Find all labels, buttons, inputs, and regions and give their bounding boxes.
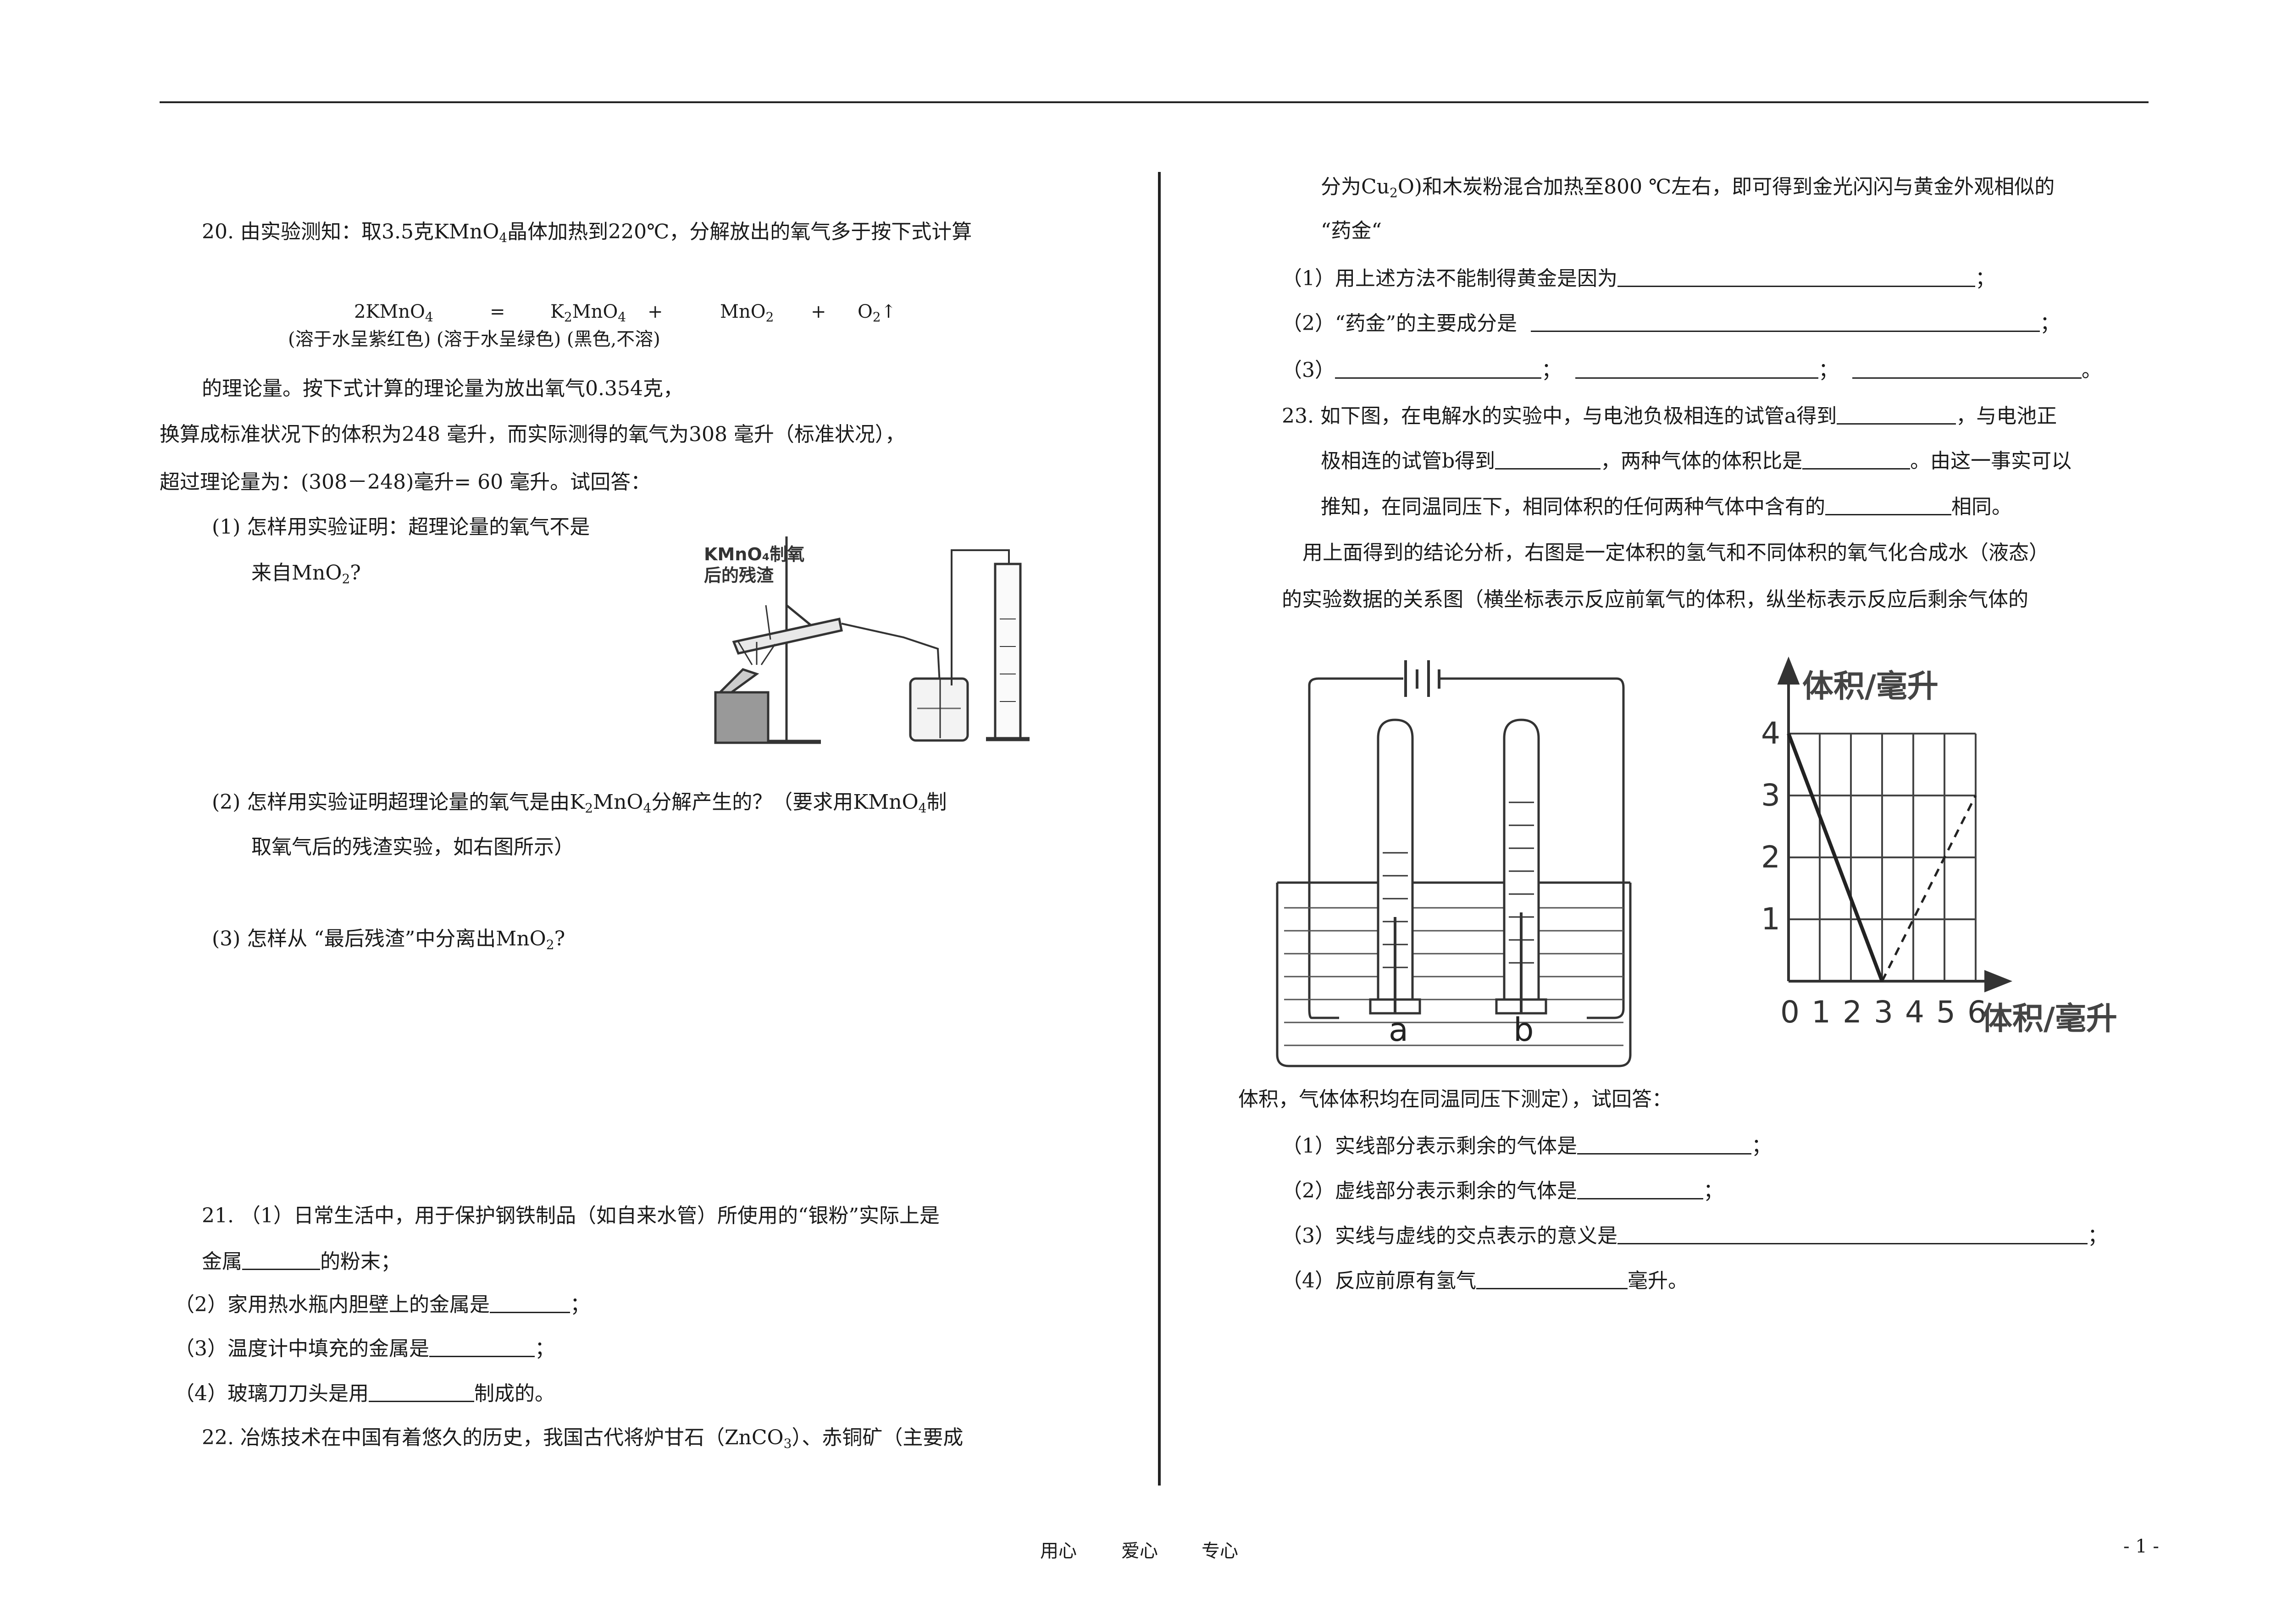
q23-part2: （2）虚线部分表示剩余的气体是； bbox=[1282, 1179, 1723, 1203]
q22-line2: 分为Cu2O)和木炭粉混合加热至800 ℃左右，即可得到金光闪闪与黄金外观相似的 bbox=[1321, 175, 2055, 200]
q22-blank-3a[interactable] bbox=[1335, 359, 1541, 379]
footer-item-1: 用心 bbox=[1040, 1541, 1077, 1562]
q21-line4: （3）温度计中填充的金属是； bbox=[174, 1337, 555, 1360]
tube-a-label: a bbox=[1389, 1011, 1408, 1049]
q23-line2: 极相连的试管b得到，两种气体的体积比是。由这一事实可以 bbox=[1321, 449, 2072, 473]
series-dashed-line bbox=[1881, 795, 1977, 982]
y-tick-3: 3 bbox=[1761, 778, 1780, 813]
equation-reactant: 2KMnO4 bbox=[354, 301, 433, 325]
q20-sub3: (3) 怎样从 “最后残渣”中分离出MnO2? bbox=[212, 927, 565, 952]
q21-line5: （4）玻璃刀刀头是用制成的。 bbox=[174, 1382, 555, 1405]
apparatus-label-1: KMnO₄制氧 bbox=[704, 544, 805, 564]
y-axis-arrow bbox=[1777, 656, 1800, 685]
q20-line4: 超过理论量为：(308－248)毫升= 60 毫升。试回答： bbox=[160, 470, 651, 494]
q22-part3: （3）；；。 bbox=[1282, 359, 2102, 382]
x-tick-1: 1 bbox=[1811, 994, 1831, 1030]
q20-sub2-line2: 取氧气后的残渣实验，如右图所示） bbox=[251, 835, 574, 859]
q21-blank-2[interactable] bbox=[490, 1293, 570, 1313]
equation-plus-1: + bbox=[648, 301, 663, 322]
equation-product-k2mno4: K2MnO4 bbox=[550, 301, 626, 325]
tube-b-label: b bbox=[1513, 1011, 1534, 1049]
q23-blank-6[interactable] bbox=[1577, 1180, 1703, 1199]
q22-blank-2[interactable] bbox=[1530, 312, 2040, 332]
column-divider bbox=[1158, 172, 1161, 1486]
q23-part1: （1）实线部分表示剩余的气体是； bbox=[1282, 1134, 1772, 1158]
q23-line3: 推知，在同温同压下，相同体积的任何两种气体中含有的相同。 bbox=[1321, 495, 2012, 519]
q20-sub1-line1: (1) 怎样用实验证明：超理论量的氧气不是 bbox=[212, 515, 590, 539]
equation-notes: (溶于水呈紫红色) (溶于水呈绿色) (黑色,不溶) bbox=[288, 329, 660, 350]
x-axis-arrow bbox=[1984, 970, 2013, 993]
q21-blank-4[interactable] bbox=[369, 1382, 474, 1402]
q20-line2: 的理论量。按下式计算的理论量为放出氧气0.354克， bbox=[202, 377, 683, 400]
q22-line3: “药金“ bbox=[1321, 219, 1382, 243]
q23-line4: 用上面得到的结论分析，右图是一定体积的氢气和不同体积的氧气化合成水（液态） bbox=[1302, 541, 2049, 564]
apparatus-label-2: 后的残渣 bbox=[704, 565, 774, 586]
page-number: - 1 - bbox=[2123, 1536, 2159, 1557]
kmno4-apparatus-figure bbox=[714, 536, 1030, 744]
q22-part2: （2）“药金”的主要成分是； bbox=[1282, 312, 2060, 335]
series-solid-line bbox=[1787, 733, 1884, 982]
q23-blank-2[interactable] bbox=[1495, 450, 1601, 470]
footer-item-2: 爱心 bbox=[1121, 1541, 1158, 1562]
q23-part4: （4）反应前原有氢气毫升。 bbox=[1282, 1269, 1688, 1293]
electrolysis-figure: a b bbox=[1276, 660, 1632, 1067]
x-tick-2: 2 bbox=[1843, 994, 1862, 1030]
q21-blank-3[interactable] bbox=[429, 1337, 535, 1357]
q20-sub2-line1: (2) 怎样用实验证明超理论量的氧气是由K2MnO4分解产生的？（要求用KMnO… bbox=[212, 790, 947, 816]
x-tick-0: 0 bbox=[1780, 994, 1800, 1030]
q20-intro: 20. 由实验测知：取3.5克KMnO4晶体加热到220℃，分解放出的氧气多于按… bbox=[202, 220, 972, 245]
q22-part1: （1）用上述方法不能制得黄金是因为； bbox=[1282, 267, 1995, 290]
y-tick-4: 4 bbox=[1761, 716, 1780, 751]
q23-line5: 的实验数据的关系图（横坐标表示反应前氧气的体积，纵坐标表示反应后剩余气体的 bbox=[1282, 588, 2028, 611]
x-tick-4: 4 bbox=[1905, 994, 1924, 1030]
q23-blank-7[interactable] bbox=[1617, 1225, 2088, 1244]
q23-part3: （3）实线与虚线的交点表示的意义是； bbox=[1282, 1224, 2108, 1248]
q23-blank-1[interactable] bbox=[1837, 405, 1956, 425]
top-rule bbox=[160, 101, 2149, 103]
q22-blank-1[interactable] bbox=[1617, 267, 1975, 287]
equation-plus-2: + bbox=[811, 301, 826, 322]
q21-line1: 21. （1）日常生活中，用于保护钢铁制品（如自来水管）所使用的“银粉”实际上是 bbox=[202, 1204, 940, 1227]
q22-blank-3c[interactable] bbox=[1852, 359, 2082, 379]
q23-blank-8[interactable] bbox=[1476, 1270, 1628, 1289]
x-tick-5: 5 bbox=[1936, 994, 1955, 1030]
y-tick-1: 1 bbox=[1761, 901, 1780, 937]
q23-blank-5[interactable] bbox=[1577, 1135, 1751, 1154]
y-tick-2: 2 bbox=[1761, 840, 1780, 875]
q23-blank-3[interactable] bbox=[1802, 450, 1911, 470]
equation-product-mno2: MnO2 bbox=[720, 301, 774, 325]
equation-equals: = bbox=[490, 301, 505, 322]
footer-item-3: 专心 bbox=[1202, 1541, 1238, 1562]
equation-product-o2: O2↑ bbox=[858, 301, 897, 325]
x-tick-6: 6 bbox=[1967, 994, 1987, 1030]
q20-line3: 换算成标准状况下的体积为248 毫升，而实际测得的氧气为308 毫升（标准状况）… bbox=[160, 423, 905, 446]
q22-blank-3b[interactable] bbox=[1575, 359, 1818, 379]
q21-line2: 金属的粉末； bbox=[202, 1250, 401, 1273]
q22-line1: 22. 冶炼技术在中国有着悠久的历史，我国古代将炉甘石（ZnCO3）、赤铜矿（主… bbox=[202, 1426, 964, 1451]
q23-line1: 23. 如下图，在电解水的实验中，与电池负极相连的试管a得到，与电池正 bbox=[1282, 404, 2057, 428]
y-axis-label: 体积/毫升 bbox=[1802, 668, 1939, 705]
x-axis-label: 体积/毫升 bbox=[1981, 1001, 2117, 1037]
q23-blank-4[interactable] bbox=[1825, 496, 1951, 515]
q23-line6: 体积，气体体积均在同温同压下测定），试回答： bbox=[1238, 1088, 1672, 1111]
q21-blank-1[interactable] bbox=[242, 1250, 320, 1270]
q21-line3: （2）家用热水瓶内胆壁上的金属是； bbox=[174, 1293, 590, 1316]
q20-sub1-line2: 来自MnO2? bbox=[251, 561, 361, 586]
x-tick-3: 3 bbox=[1874, 994, 1893, 1030]
